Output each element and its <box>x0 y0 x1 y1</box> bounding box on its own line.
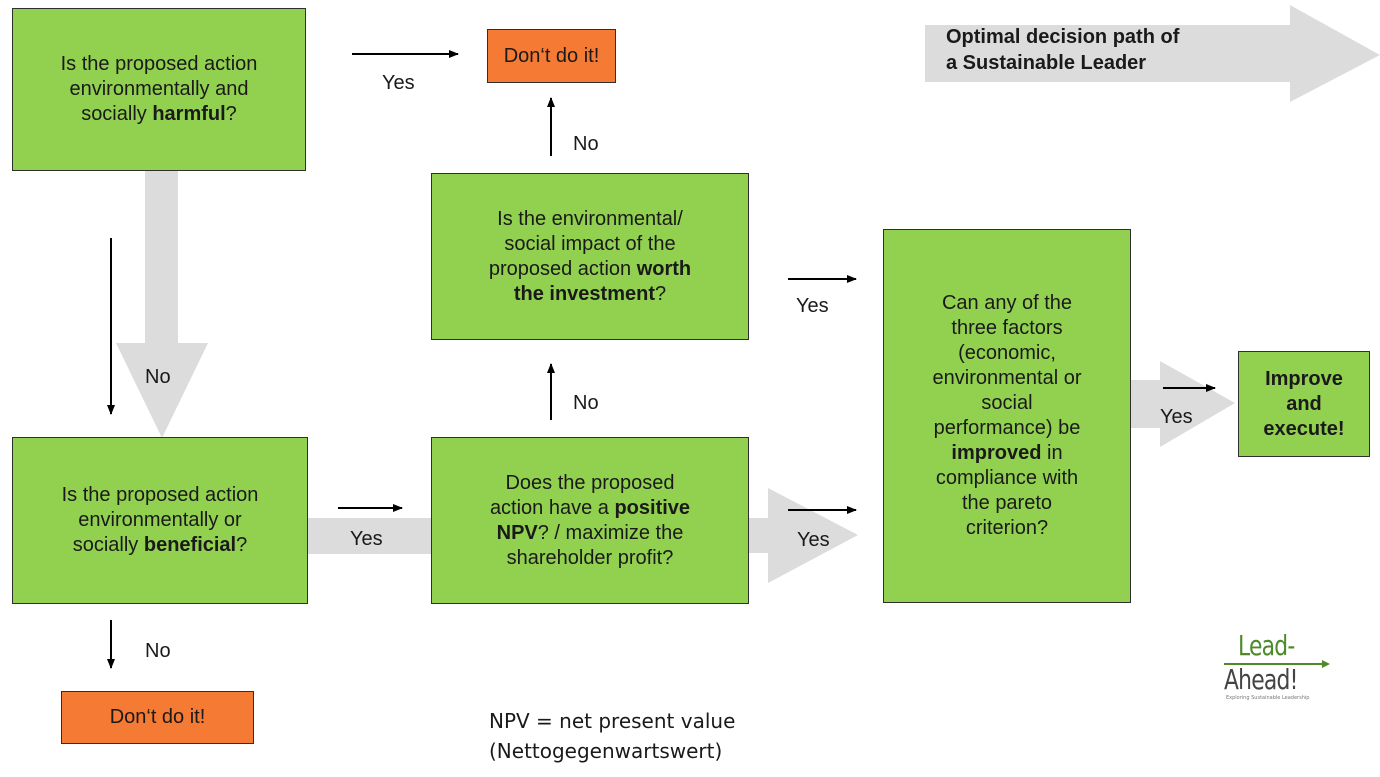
box-dont-do-it-top: Don‘t do it! <box>487 29 616 83</box>
beneficial-line-2: environmentally or <box>78 509 242 531</box>
factors-line-8: compliance with <box>935 467 1079 489</box>
factors-keyword: improved <box>951 442 1042 464</box>
box-dont-do-it-bottom: Don‘t do it! <box>61 691 254 744</box>
label-yes-beneficial: Yes <box>350 528 383 550</box>
beneficial-keyword: beneficial <box>143 534 237 556</box>
box-positive-npv-question: Does the proposed action have a positive… <box>431 437 749 604</box>
improve-line-3: execute! <box>1263 417 1345 440</box>
box-improve-and-execute: Improve and execute! <box>1238 351 1370 457</box>
legend-path-arrow <box>925 5 1380 102</box>
lead-ahead-logo: Lead- Ahead! Exploring Sustainable Leade… <box>1224 632 1344 702</box>
harmful-line-3a: socially <box>81 103 153 125</box>
worth-line-3a: proposed action <box>488 257 637 280</box>
logo-ahead: Ahead! <box>1224 666 1298 694</box>
factors-line-4: environmental or <box>932 367 1082 389</box>
npv-line-4: shareholder profit? <box>506 546 674 569</box>
logo-tagline: Exploring Sustainable Leadership <box>1226 695 1310 701</box>
harmful-line-3c: ? <box>225 103 237 125</box>
box-beneficial-question: Is the proposed action environmentally o… <box>12 437 308 604</box>
factors-line-9: the pareto <box>961 492 1053 514</box>
path-arrow-npv-to-factors <box>748 488 858 583</box>
improve-line-2: and <box>1286 392 1322 415</box>
worth-keyword-2: the investment <box>513 282 655 305</box>
label-no-left: No <box>145 366 171 388</box>
factors-line-1: Can any of the <box>941 292 1073 314</box>
worth-line-2: social impact of the <box>504 232 676 255</box>
npv-line-3b: ? / maximize the <box>537 521 684 544</box>
beneficial-line-1: Is the proposed action <box>61 484 259 506</box>
harmful-line-1: Is the proposed action <box>60 53 258 75</box>
factors-line-7b: in <box>1041 442 1063 464</box>
label-no-bottom: No <box>145 640 171 662</box>
box-harmful-question: Is the proposed action environmentally a… <box>12 8 306 171</box>
logo-divider-arrow <box>1224 663 1324 665</box>
logo-lead-text: Lead- <box>1238 629 1295 662</box>
legend-line-1: Optimal decision path of <box>946 26 1180 48</box>
npv-line-2a: action have a <box>489 496 615 519</box>
npv-line-1: Does the proposed <box>505 471 675 494</box>
box-worth-investment-question: Is the environmental/ social impact of t… <box>431 173 749 340</box>
harmful-keyword: harmful <box>152 103 226 125</box>
factors-line-10: criterion? <box>965 517 1049 539</box>
footnote-line-1: NPV = net present value <box>489 709 736 733</box>
label-yes-improve: Yes <box>1160 406 1193 428</box>
npv-keyword: positive <box>614 496 691 519</box>
beneficial-line-3a: socially <box>72 534 144 556</box>
label-no-mid: No <box>573 392 599 414</box>
label-yes-top: Yes <box>382 72 415 94</box>
path-arrow-beneficial-to-npv <box>308 518 432 554</box>
factors-line-3: (economic, <box>958 342 1056 364</box>
worth-line-1: Is the environmental/ <box>497 207 683 230</box>
worth-line-4b: ? <box>655 282 667 305</box>
npv-keyword-2: NPV <box>496 521 538 544</box>
beneficial-line-3c: ? <box>236 534 248 556</box>
harmful-line-2: environmentally and <box>69 78 249 100</box>
improve-line-1: Improve <box>1265 367 1343 390</box>
logo-lead: Lead- <box>1238 629 1295 662</box>
label-yes-npv: Yes <box>797 529 830 551</box>
legend-line-2: a Sustainable Leader <box>946 52 1147 74</box>
factors-line-6: performance) be <box>933 417 1081 439</box>
path-arrow-harmful-to-beneficial <box>116 170 208 438</box>
worth-keyword: worth <box>636 257 692 280</box>
footnote: NPV = net present value (Nettogegenwarts… <box>489 706 735 766</box>
factors-line-5: social <box>981 392 1033 414</box>
box-improve-factors-question: Can any of the three factors (economic, … <box>883 229 1131 603</box>
logo-arrowhead-icon <box>1322 660 1330 668</box>
logo-ahead-text: Ahead! <box>1224 663 1298 696</box>
path-arrow-factors-to-improve <box>1131 361 1235 447</box>
label-no-upper: No <box>573 133 599 155</box>
factors-line-2: three factors <box>951 317 1063 339</box>
label-yes-worth: Yes <box>796 295 829 317</box>
legend-text: Optimal decision path of a Sustainable L… <box>946 24 1179 76</box>
footnote-line-2: (Nettogegenwartswert) <box>489 739 723 763</box>
